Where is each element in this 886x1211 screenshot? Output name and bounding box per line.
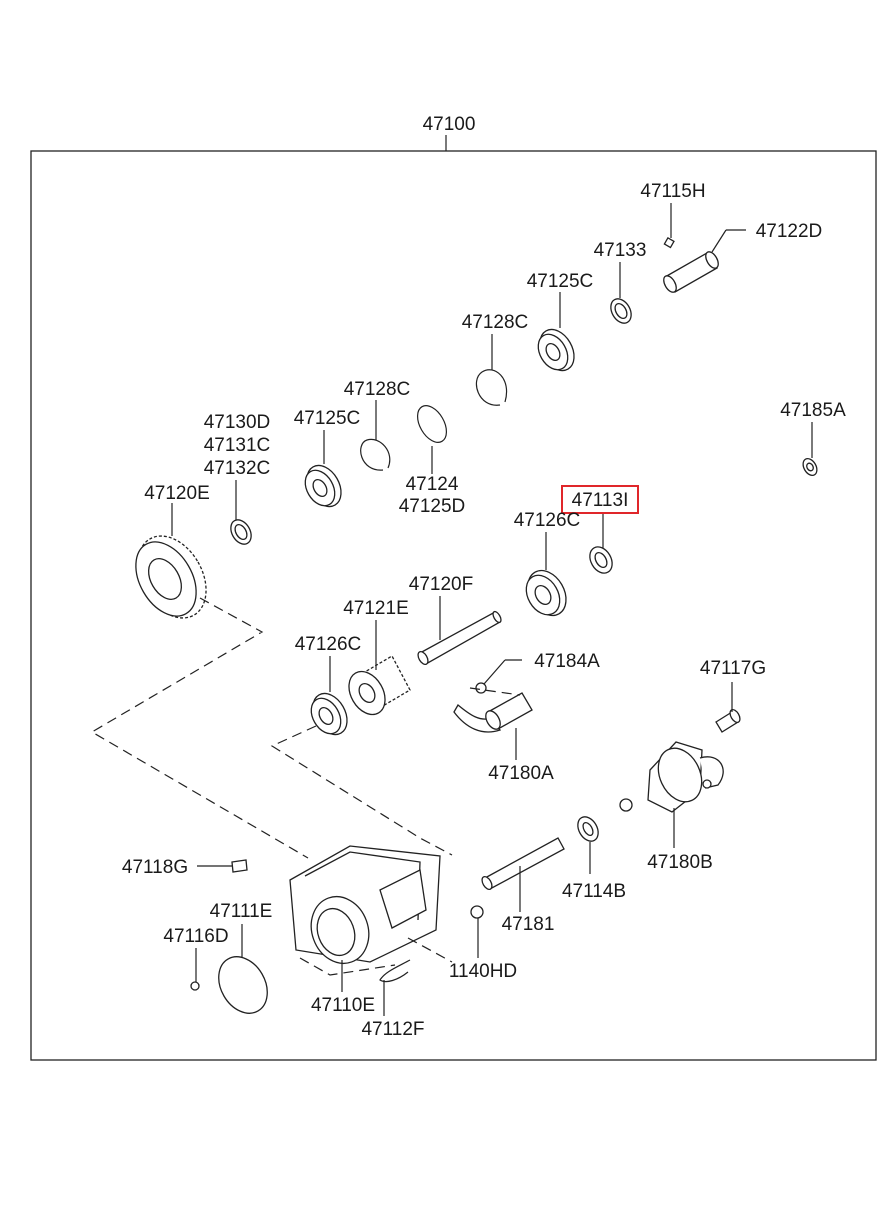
label-47180a: 47180A [488, 763, 554, 784]
snap-ring-47128c-mid [360, 438, 391, 471]
washer-47130d [230, 519, 252, 545]
screw-47116d [190, 981, 200, 991]
assembly-dashed-lines [90, 597, 521, 976]
snap-ring-47128c-top [475, 369, 508, 406]
label-47133: 47133 [594, 240, 647, 261]
label-47180b: 47180B [647, 852, 713, 873]
assembly-label: 47100 [423, 114, 476, 135]
clip-47112f [379, 959, 411, 983]
washer-47133 [610, 298, 632, 324]
shaft-47120f [417, 610, 502, 666]
fork-47180a [453, 692, 533, 733]
label-47113i[interactable]: 47113I [572, 490, 629, 511]
label-47118g: 47118G [122, 857, 188, 878]
label-47185a: 47185A [780, 400, 846, 421]
label-47184a: 47184A [534, 651, 600, 672]
housing-47110e [289, 845, 441, 965]
screw-47184a [475, 682, 487, 694]
label-47122d: 47122D [756, 221, 823, 242]
label-47121e: 47121E [343, 598, 409, 619]
part-labels: 47115H 47122D 47133 47125C 47128C 47128C… [122, 181, 846, 1040]
bearing-47125c-top [537, 328, 575, 372]
label-47181: 47181 [502, 914, 555, 935]
rod-47181 [481, 837, 565, 891]
pin-47118g [231, 859, 248, 873]
housing-47180b [647, 741, 724, 813]
gear-47121e [348, 655, 411, 716]
label-47115h: 47115H [640, 181, 705, 202]
label-47120f: 47120F [409, 574, 473, 595]
bolt-47117g [715, 708, 741, 733]
cover-47111e [218, 956, 268, 1014]
label-47131c: 47131C [204, 435, 271, 456]
nut-47185a [802, 457, 818, 477]
sleeve-47122d [663, 251, 719, 293]
label-47126c-top: 47126C [514, 510, 581, 531]
label-47128c-top: 47128C [462, 312, 529, 333]
washer-47113i [589, 546, 613, 574]
label-47120e: 47120E [144, 483, 210, 504]
nut-47180b [619, 798, 633, 812]
label-47125c-mid: 47125C [294, 408, 361, 429]
label-47114b: 47114B [562, 881, 626, 902]
leader-lines [171, 203, 813, 1016]
label-47112f: 47112F [361, 1019, 424, 1040]
label-47125d: 47125D [399, 496, 466, 517]
bolt-1140hd [470, 905, 484, 919]
bearing-47126c-low [310, 692, 348, 736]
assembly-frame [30, 150, 877, 1061]
bearing-47125c-mid [304, 464, 342, 508]
label-47117g: 47117G [700, 658, 766, 679]
label-47125c-top: 47125C [527, 271, 594, 292]
bearing-47126c-top [525, 569, 567, 617]
label-47124: 47124 [406, 474, 459, 495]
ring-47124 [416, 405, 448, 443]
label-47126c-low: 47126C [295, 634, 362, 655]
label-47116d: 47116D [163, 926, 228, 947]
label-1140hd: 1140HD [449, 961, 517, 982]
screw-47115h [663, 237, 675, 249]
label-47110e: 47110E [311, 995, 375, 1016]
label-47128c-mid: 47128C [344, 379, 411, 400]
label-47111e: 47111E [210, 901, 273, 922]
label-47130d: 47130D [204, 412, 271, 433]
label-47132c: 47132C [204, 458, 271, 479]
highlight-box-47113i [561, 485, 639, 514]
washer-47114b [577, 816, 599, 842]
gear-47120e [135, 535, 207, 619]
